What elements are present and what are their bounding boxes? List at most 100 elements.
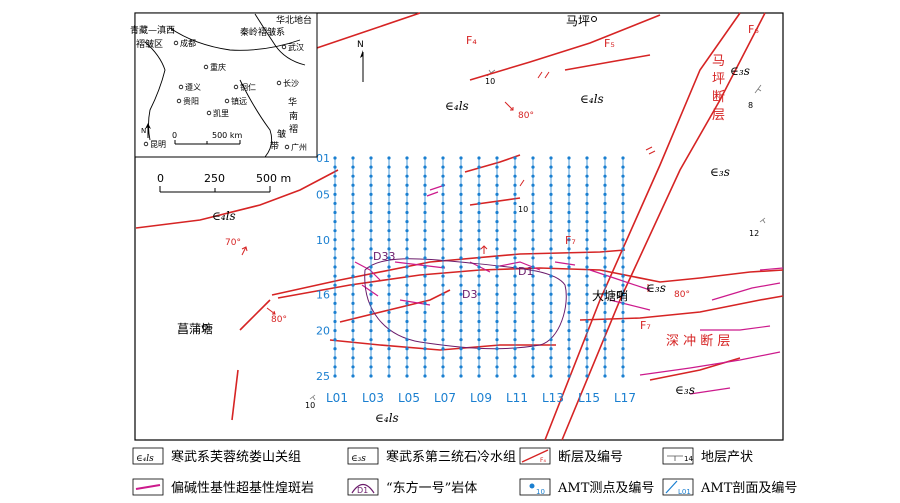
amt-station [549,183,553,187]
dip-label: 70° [225,238,241,248]
amt-station [333,210,337,215]
amt-station [585,356,589,360]
amt-station [585,165,589,169]
amt-station [423,201,427,206]
inset-scale-500: 500 km [212,131,242,140]
amt-station [567,219,571,224]
amt-station [531,347,535,351]
amt-station [585,374,589,378]
amt-station [369,301,373,305]
amt-station [387,192,391,196]
amt-station [351,301,355,305]
amt-station [369,210,373,215]
amt-station [531,301,535,305]
fault-label: F₅ [604,37,615,50]
amt-station [369,292,373,296]
amt-station [567,338,571,342]
inset-city-label: 广州 [291,142,307,152]
amt-station [387,338,391,342]
place-marker [202,324,208,330]
inset-region-label: 带 [270,141,279,152]
amt-station [495,165,499,169]
amt-station [423,256,427,260]
amt-station [603,265,607,269]
amt-station [423,265,427,269]
amt-station [369,201,373,206]
amt-station [369,156,373,160]
amt-station [333,192,337,196]
fault-f7-north [271,249,626,296]
amt-station [441,338,445,342]
amt-station [495,192,499,196]
amt-station [531,374,535,378]
amt-station [387,274,391,278]
fault-label: F₇ [565,234,576,247]
amt-station [603,256,607,260]
amt-station [369,183,373,187]
amt-station [369,310,373,315]
amt-station [585,192,589,196]
fault-minor-1 [564,54,651,71]
amt-station [441,238,445,242]
amt-station [423,328,427,333]
inset-boundary-2 [169,27,301,51]
place-marker [617,291,623,297]
amt-station [477,301,481,305]
inset-city-label: 武汉 [288,42,304,52]
amt-station [621,165,625,169]
amt-station [513,201,517,206]
amt-station [549,274,553,278]
amt-station [333,356,337,360]
amt-station [477,183,481,187]
amt-station [369,365,373,369]
amt-station [459,347,463,351]
amt-station [351,192,355,196]
amt-station [459,292,463,296]
amt-station [495,201,499,206]
amt-station [423,292,427,296]
amt-station [441,156,445,160]
amt-station-label: 16 [316,288,330,301]
amt-station [603,310,607,315]
inset-city-marker [206,110,212,116]
inset-region-label: 褶皱区 [136,38,163,50]
amt-station-label: 20 [316,325,330,338]
amt-station [585,347,589,351]
amt-station [459,374,463,378]
amt-station [603,356,607,360]
amt-station [477,356,481,360]
amt-station [351,283,355,287]
scale-bar [159,186,271,193]
amt-station [567,174,571,178]
amt-station [387,319,391,324]
amt-station [621,156,625,160]
amt-station [567,201,571,206]
amt-station [495,219,499,224]
inset-city-label: 凯里 [213,108,229,118]
amt-station-label: 10 [316,234,330,247]
legend-amt-station [529,483,535,489]
amt-station [351,338,355,342]
scale-tick-250: 250 [204,172,225,185]
amt-station [549,229,553,233]
amt-station [369,247,373,251]
amt-station [549,310,553,315]
amt-station [333,156,337,160]
amt-station [423,165,427,169]
inset-city-label: 成都 [180,38,196,48]
legend-label: 断层及编号 [558,450,623,465]
amt-station [387,238,391,242]
amt-station [441,165,445,169]
formation-label: ∈₃s [675,383,695,397]
amt-station [603,192,607,196]
amt-station [477,365,481,369]
amt-station [405,256,409,260]
amt-station [405,374,409,378]
amt-station [495,338,499,342]
amt-station [621,219,625,224]
amt-station [621,192,625,196]
